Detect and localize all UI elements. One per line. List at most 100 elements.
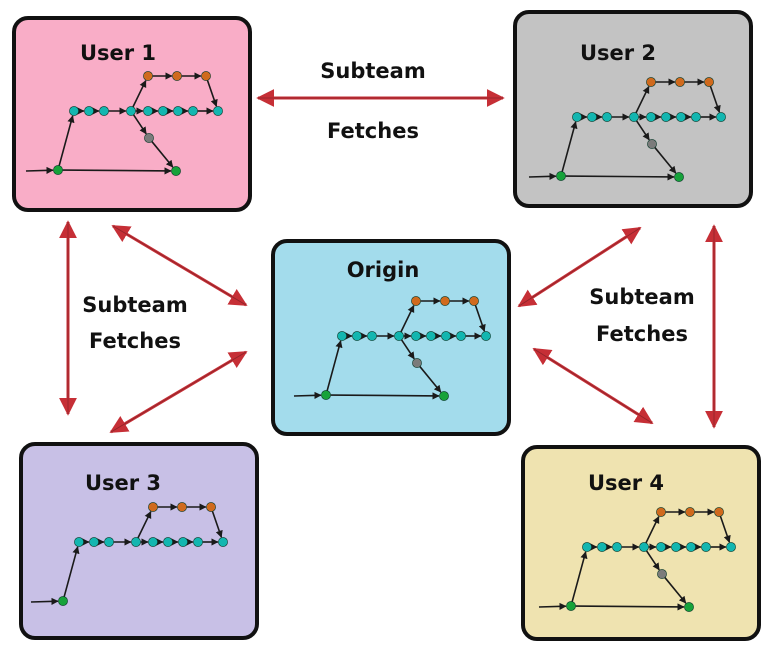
commit-node: [148, 502, 158, 512]
commit-edge: [58, 115, 75, 166]
commit-node: [469, 296, 479, 306]
commit-node: [582, 542, 592, 552]
commit-node: [143, 106, 153, 116]
commit-node: [674, 172, 684, 182]
commit-edge: [645, 550, 660, 571]
commit-node: [612, 542, 622, 552]
arrow-user1-origin-shade: [112, 225, 247, 306]
link-top-line-2: Fetches: [327, 119, 419, 143]
arrow-user3-origin-shade: [110, 351, 247, 433]
commit-node: [163, 537, 173, 547]
commit-node: [201, 71, 211, 81]
commit-node: [177, 502, 187, 512]
commit-node: [597, 542, 607, 552]
commit-node: [99, 106, 109, 116]
link-left-line-1: Subteam: [82, 293, 187, 317]
commit-node: [74, 537, 84, 547]
commit-node: [58, 596, 68, 606]
commit-node: [321, 390, 331, 400]
commit-edge: [654, 147, 677, 174]
user4-title: User 4: [588, 471, 664, 495]
commit-node: [701, 542, 711, 552]
origin-commit-graph: [293, 296, 491, 401]
commit-edge: [400, 339, 415, 360]
commit-edge: [211, 511, 223, 538]
commit-node: [104, 537, 114, 547]
commit-edge: [635, 85, 650, 114]
commit-node: [131, 537, 141, 547]
commit-node: [556, 171, 566, 181]
commit-edge: [330, 392, 440, 400]
user1-commit-graph: [25, 71, 223, 176]
commit-node: [412, 358, 422, 368]
commit-node: [676, 112, 686, 122]
commit-node: [426, 331, 436, 341]
commit-node: [337, 331, 347, 341]
commit-edge: [206, 80, 218, 107]
commit-node: [704, 77, 714, 87]
user2-commit-graph: [528, 77, 726, 182]
commit-node: [193, 537, 203, 547]
user1-title: User 1: [80, 41, 156, 65]
link-label-left: Subteam Fetches: [82, 293, 187, 353]
commit-edge: [137, 510, 152, 539]
commit-node: [456, 331, 466, 341]
commit-node: [726, 542, 736, 552]
box-user3: User 3: [19, 442, 259, 640]
commit-node: [143, 71, 153, 81]
commit-node: [84, 106, 94, 116]
commit-node: [126, 106, 136, 116]
commit-node: [686, 542, 696, 552]
commit-node: [587, 112, 597, 122]
commit-node: [367, 331, 377, 341]
commit-edge: [326, 340, 343, 391]
commit-node: [441, 331, 451, 341]
commit-edge: [719, 516, 731, 543]
link-label-top: Subteam Fetches: [320, 59, 425, 143]
commit-edge: [635, 120, 650, 141]
commit-edge: [664, 577, 687, 604]
commit-edge: [293, 391, 322, 399]
commit-node: [566, 601, 576, 611]
user3-commit-graph: [30, 502, 228, 606]
commit-edge: [709, 86, 721, 113]
commit-edge: [561, 121, 578, 172]
commit-node: [657, 569, 667, 579]
commit-node: [656, 542, 666, 552]
commit-edge: [474, 305, 486, 332]
commit-edge: [25, 166, 54, 174]
arrow-user4-origin-shade: [533, 348, 653, 424]
commit-edge: [571, 551, 588, 602]
commit-node: [685, 507, 695, 517]
commit-node: [691, 112, 701, 122]
commit-node: [602, 112, 612, 122]
commit-node: [639, 542, 649, 552]
commit-node: [647, 139, 657, 149]
commit-node: [148, 537, 158, 547]
commit-node: [158, 106, 168, 116]
commit-node: [218, 537, 228, 547]
commit-node: [172, 71, 182, 81]
commit-node: [53, 165, 63, 175]
commit-edge: [645, 515, 660, 544]
link-right-line-1: Subteam: [589, 285, 694, 309]
user4-commit-graph: [538, 507, 736, 612]
sync-arrows: [59, 89, 723, 434]
commit-edge: [528, 172, 557, 180]
box-user2: User 2: [513, 10, 753, 208]
user2-title: User 2: [580, 41, 656, 65]
commit-node: [440, 296, 450, 306]
commit-edge: [132, 79, 147, 108]
commit-node: [69, 106, 79, 116]
box-user1: User 1: [12, 16, 252, 212]
commit-node: [352, 331, 362, 341]
commit-node: [206, 502, 216, 512]
commit-node: [213, 106, 223, 116]
commit-edge: [538, 602, 567, 610]
commit-node: [173, 106, 183, 116]
commit-node: [411, 296, 421, 306]
link-top-line-1: Subteam: [320, 59, 425, 83]
commit-node: [646, 112, 656, 122]
box-user4: User 4: [521, 445, 761, 641]
